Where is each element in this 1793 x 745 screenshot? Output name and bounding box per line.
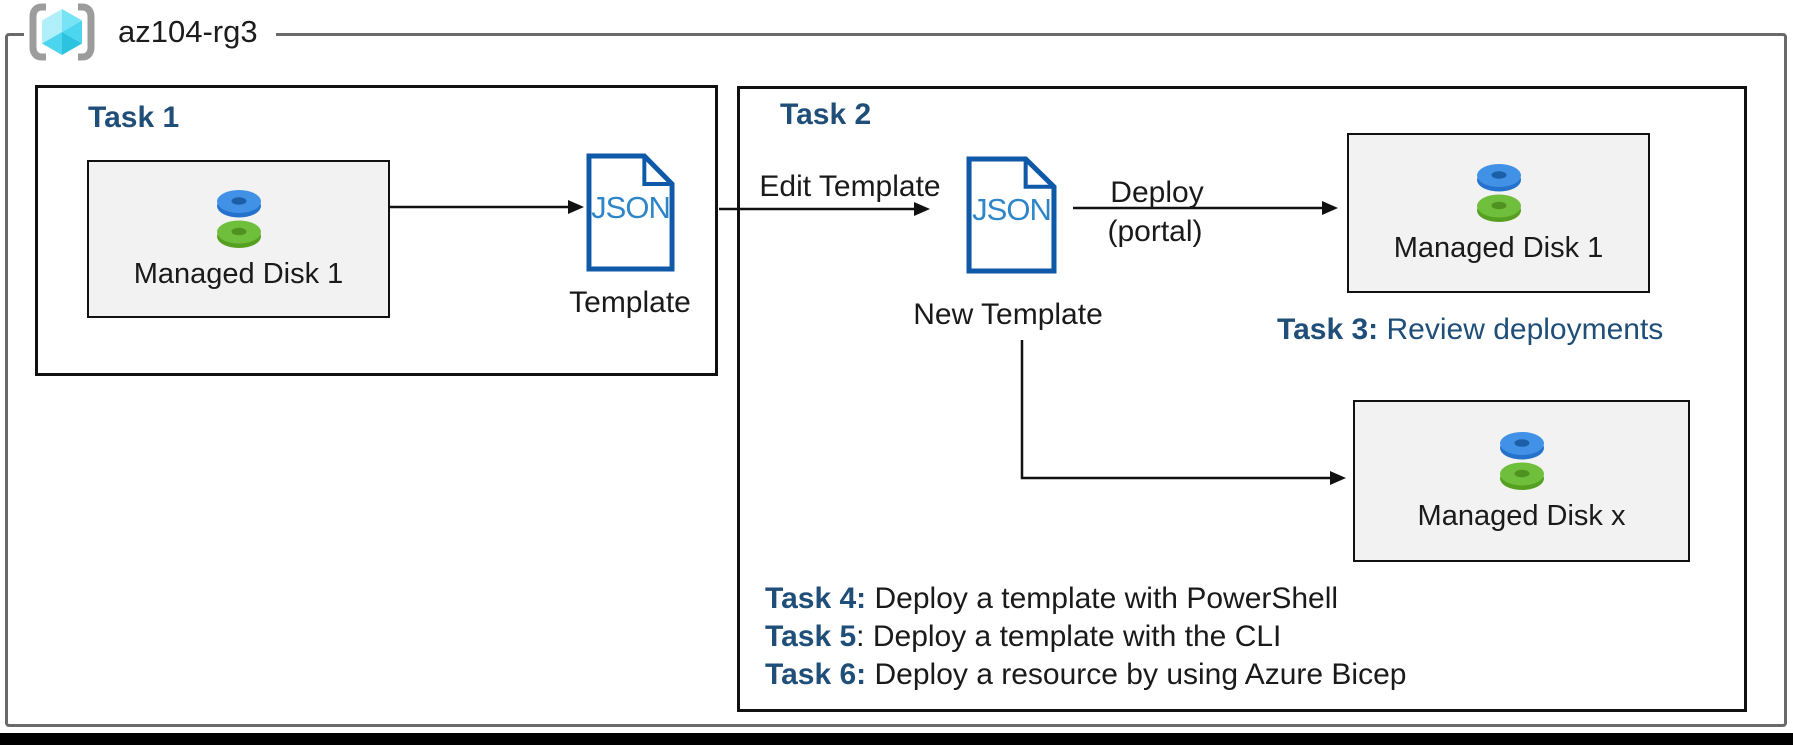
task6-text: Deploy a resource by using Azure Bicep [866,658,1407,691]
task3-note: Task 3: Review deployments [1277,313,1663,347]
task4-text: Deploy a template with PowerShell [866,582,1339,615]
task4-note: Task 4: Deploy a template with PowerShel… [765,580,1406,618]
task5-note: Task 5: Deploy a template with the CLI [765,618,1406,656]
resource-group-boundary [5,33,1787,727]
task6-note: Task 6: Deploy a resource by using Azure… [765,656,1406,694]
template-json-icon: JSON [586,153,675,272]
managed-disk-icon [1499,431,1544,490]
template-json-icon-text: JSON [591,189,671,225]
managed-disk-1-label: Managed Disk 1 [133,257,344,290]
resource-group-icon [29,3,95,61]
resource-group-name: az104-rg3 [118,14,258,49]
task2-title: Task 2 [780,98,872,131]
managed-disk-icon [216,189,261,248]
task3-prefix: Task 3: [1277,313,1379,346]
managed-disk-icon [1476,163,1521,222]
new-template-label: New Template [913,298,1103,331]
template-label: Template [569,286,691,319]
new-template-json-icon-text: JSON [972,192,1052,228]
managed-disk-1-deployed-label: Managed Disk 1 [1393,231,1604,264]
managed-disk-1-box: Managed Disk 1 [87,160,390,318]
task5-text: : Deploy a template with the CLI [856,620,1282,653]
managed-disk-x-box: Managed Disk x [1353,400,1690,562]
deploy-arrow-label: Deploy [1110,176,1204,209]
task5-prefix: Task 5 [765,620,857,653]
managed-disk-x-label: Managed Disk x [1417,499,1626,532]
managed-disk-1-deployed-box: Managed Disk 1 [1347,133,1650,293]
task-list: Task 4: Deploy a template with PowerShel… [765,580,1406,694]
edit-template-arrow-label: Edit Template [759,170,941,203]
task1-title: Task 1 [88,101,180,134]
task3-text: Review deployments [1378,313,1664,346]
deploy-portal-label: (portal) [1107,215,1203,248]
task6-prefix: Task 6: [765,658,867,691]
resource-group-legend: az104-rg3 [24,0,276,64]
new-template-json-icon: JSON [966,156,1057,274]
window-bottom-edge [0,733,1793,745]
task4-prefix: Task 4: [765,582,867,615]
